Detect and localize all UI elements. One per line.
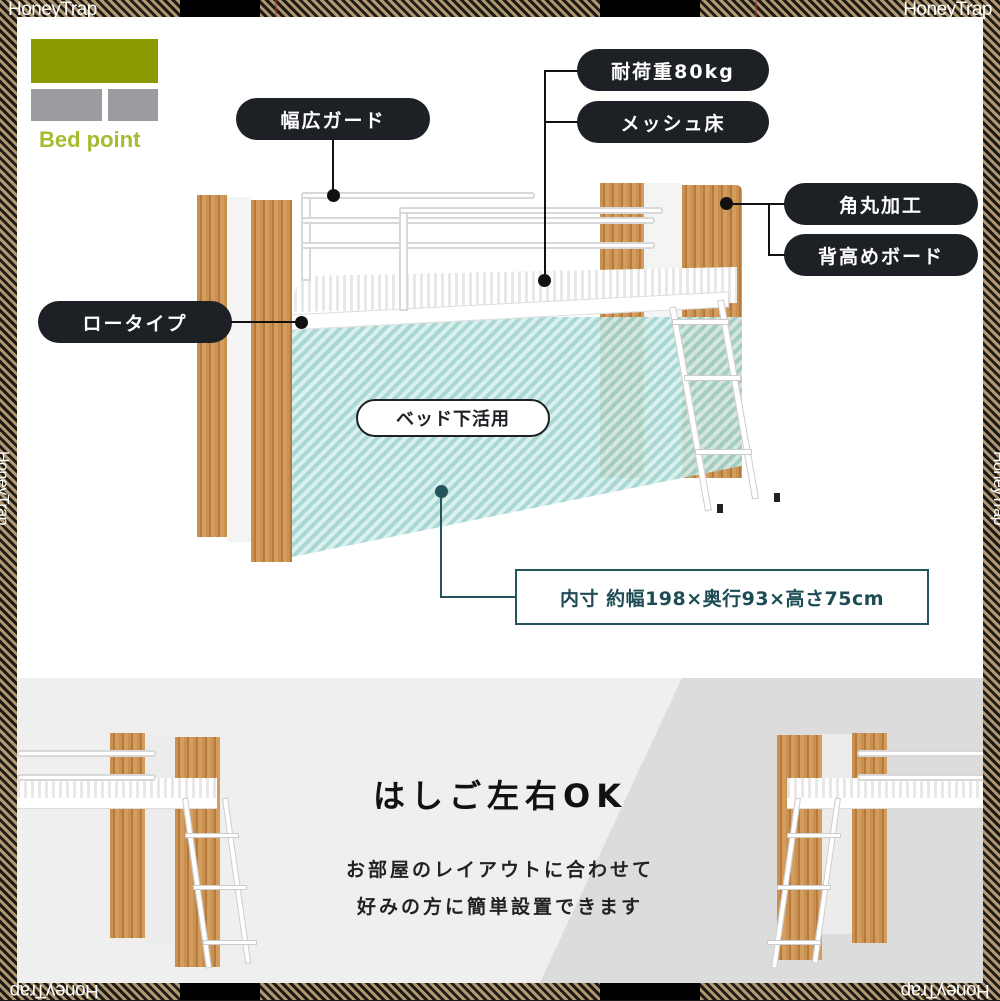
guard-rail-post — [301, 192, 311, 281]
ladder-section-title: はしご左右OK — [372, 777, 627, 815]
callout-wide-guard: 幅広ガード — [236, 98, 430, 140]
watermark-top-right: HoneyTrap — [903, 0, 992, 20]
logo-gray-block — [108, 89, 158, 121]
callout-low-type: ロータイプ — [38, 301, 232, 343]
frame-stripe — [275, 0, 277, 17]
callout-under-bed-use: ベッド下活用 — [356, 399, 550, 437]
watermark-bottom-left: HoneyTrap — [10, 980, 99, 1001]
callout-mesh-floor: メッシュ床 — [577, 101, 769, 143]
watermark-left: HoneyTrap — [0, 450, 12, 526]
guard-rail-post — [399, 207, 408, 311]
guard-rail — [301, 242, 655, 249]
callout-dot — [295, 316, 308, 329]
under-bed-area — [292, 317, 742, 557]
ladder-section-line1: お部屋のレイアウトに合わせて — [345, 859, 654, 881]
connector-line — [544, 70, 546, 280]
connector-line — [544, 121, 578, 123]
connector-line — [768, 254, 785, 256]
guard-rail — [301, 217, 655, 224]
front-board-white — [227, 197, 251, 542]
connector-line — [230, 321, 302, 323]
connector-line — [332, 140, 334, 195]
logo-green-block — [31, 39, 158, 83]
callout-dot — [538, 274, 551, 287]
watermark-right: HoneyTrap — [989, 450, 1000, 526]
callout-rounded-corners: 角丸加工 — [784, 183, 978, 225]
dimension-line — [440, 492, 442, 597]
connector-line — [768, 203, 770, 255]
callout-tall-board: 背高めボード — [784, 234, 978, 276]
logo-gray-block — [31, 89, 102, 121]
front-board-wood — [251, 200, 292, 562]
callout-dot — [327, 189, 340, 202]
connector-line — [729, 203, 785, 205]
watermark-bottom-right: HoneyTrap — [901, 980, 990, 1001]
inner-dimensions-box: 内寸 約幅198×奥行93×高さ75cm — [515, 569, 929, 625]
watermark-top-left: HoneyTrap — [8, 0, 97, 20]
bed-point-logo: Bed point — [39, 127, 141, 152]
content-panel: Bed point 幅広ガード — [17, 17, 983, 983]
front-board-wood — [197, 195, 227, 537]
guard-rail — [399, 207, 663, 214]
dimension-dot — [435, 485, 448, 498]
guard-rail — [301, 192, 535, 199]
ladder-section: はしご左右OK お部屋のレイアウトに合わせて 好みの方に簡単設置できます — [17, 678, 983, 983]
dimension-line — [440, 596, 517, 598]
callout-load-capacity: 耐荷重80kg — [577, 49, 769, 91]
frame-stripe — [755, 0, 757, 17]
ladder-section-line2: 好みの方に簡単設置できます — [356, 896, 643, 918]
callout-dot — [720, 197, 733, 210]
connector-line — [544, 70, 578, 72]
